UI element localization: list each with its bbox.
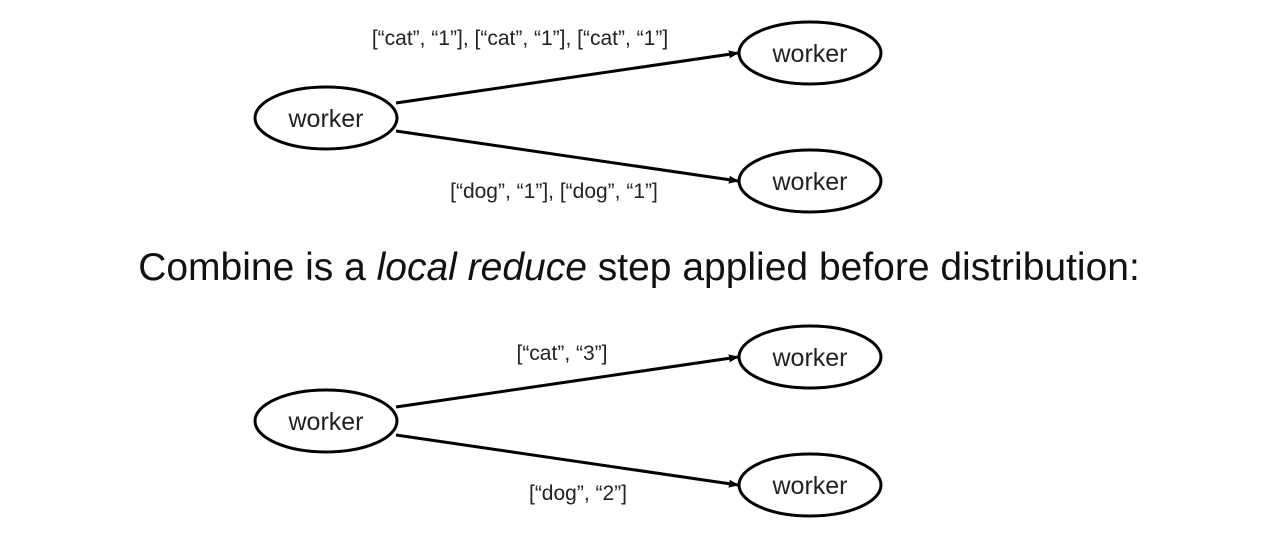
top-target-upper-node: worker <box>737 20 883 86</box>
bottom-edge-upper-label: [“cat”, “3”] <box>516 342 607 365</box>
top-source-label: worker <box>287 105 363 133</box>
bottom-edge-upper <box>395 354 739 409</box>
bottom-edge-lower-label: [“dog”, “2”] <box>529 482 627 505</box>
bottom-target-upper-node: worker <box>737 324 883 390</box>
caption-emphasis: local reduce <box>376 246 587 289</box>
bottom-source-label: worker <box>287 408 363 436</box>
caption: Combine is a local reduce step applied b… <box>0 246 1278 290</box>
top-edge-lower-label: [“dog”, “1”], [“dog”, “1”] <box>450 180 658 203</box>
top-target-upper-label: worker <box>771 40 847 68</box>
top-diagram: [“cat”, “1”], [“cat”, “1”], [“cat”, “1”]… <box>253 20 883 214</box>
top-target-lower-node: worker <box>737 148 883 214</box>
bottom-target-upper-label: worker <box>771 344 847 372</box>
bottom-target-lower-node: worker <box>737 452 883 518</box>
top-target-lower-label: worker <box>771 168 847 196</box>
top-edge-upper-label: [“cat”, “1”], [“cat”, “1”], [“cat”, “1”] <box>372 27 668 50</box>
top-edge-upper <box>395 50 739 105</box>
top-edge-lower <box>395 129 739 184</box>
top-source-node: worker <box>253 85 399 151</box>
caption-after: step applied before distribution: <box>586 246 1140 289</box>
caption-before: Combine is a <box>138 246 377 289</box>
bottom-source-node: worker <box>253 388 399 454</box>
bottom-edge-lower <box>395 433 739 488</box>
bottom-target-lower-label: worker <box>771 472 847 500</box>
bottom-diagram: [“cat”, “3”] [“dog”, “2”] worker worker … <box>253 324 883 518</box>
